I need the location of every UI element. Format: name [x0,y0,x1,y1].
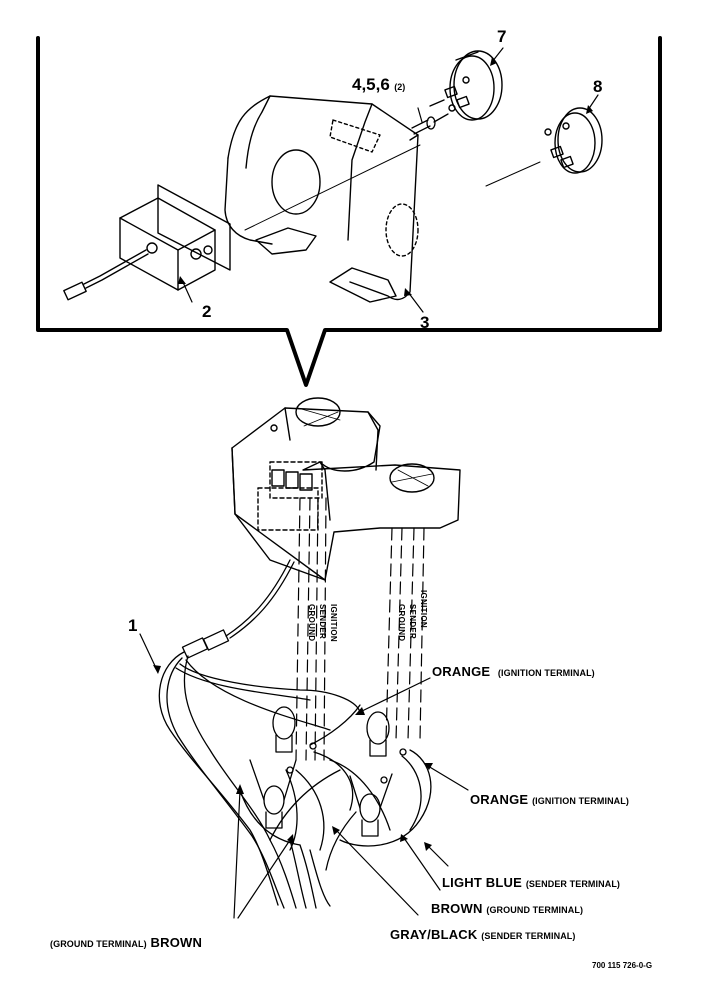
gauge-bracket-part [224,95,421,303]
assembled-panel [231,397,461,581]
screw-part [411,113,449,135]
wire-harness [158,559,361,909]
wire-sleeves [295,497,425,761]
wire-tag-right-ground: GROUND [397,604,406,642]
label-brown-color-left: BROWN [150,935,203,950]
wire-tag-right-ignition: IGNITION [419,590,428,628]
relay-box-part [63,184,231,301]
callout-item-4-5-6: 4,5,6 (2) [352,76,405,94]
label-gray-black-color: GRAY/BLACK [390,927,478,942]
callout-item-8: 8 [593,77,603,96]
label-brown-ground-right: BROWN (GROUND TERMINAL) [431,902,583,915]
callout-item-4-5-6-main: 4,5,6 [352,75,390,94]
label-light-blue-color: LIGHT BLUE [442,875,522,890]
callout-item-4-5-6-qty: (2) [394,82,406,92]
label-gray-black-sender: GRAY/BLACK (SENDER TERMINAL) [390,928,576,941]
wire-tag-left-sender: SENDER [318,604,327,640]
gauge-8-part [485,107,603,187]
bulb-sockets [249,706,393,837]
label-light-blue-terminal: (SENDER TERMINAL) [525,879,621,889]
callout-item-7: 7 [497,27,507,46]
figure-number: 700 115 726-0-G [592,961,653,970]
label-brown-color-right: BROWN [431,901,483,916]
callout-item-3: 3 [420,313,430,332]
callout-item-1: 1 [128,616,138,635]
label-brown-terminal-left: (GROUND TERMINAL) [50,939,147,949]
label-orange-ignition-2: ORANGE (IGNITION TERMINAL) [470,793,629,806]
label-orange-terminal-2: (IGNITION TERMINAL) [532,796,629,806]
detail-frame [36,36,662,387]
label-brown-ground-left: (GROUND TERMINAL) BROWN [50,936,202,949]
wire-tag-right-sender: SENDER [408,604,417,640]
label-orange-color-2: ORANGE [470,792,529,807]
wire-tag-left-ground: GROUND [307,604,316,642]
label-orange-color-1: ORANGE [432,664,491,679]
wire-tag-left-ignition: IGNITION [329,604,338,642]
label-orange-terminal-1: (IGNITION TERMINAL) [497,668,595,678]
lower-leaders [139,633,469,919]
label-light-blue-sender: LIGHT BLUE (SENDER TERMINAL) [442,876,620,889]
label-brown-terminal-right: (GROUND TERMINAL) [486,905,584,915]
gauge-7-part [429,50,503,121]
label-orange-ignition-1: ORANGE (IGNITION TERMINAL) [432,665,595,678]
callout-item-2: 2 [202,302,212,321]
label-gray-black-terminal: (SENDER TERMINAL) [481,931,576,941]
